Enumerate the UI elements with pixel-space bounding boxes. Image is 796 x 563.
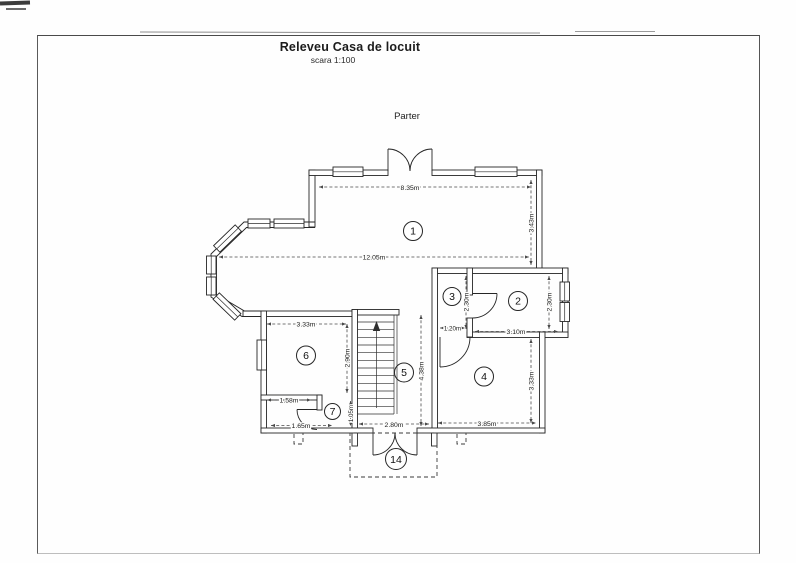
room-number-badge <box>403 221 423 241</box>
room-number-badge <box>442 287 462 306</box>
window-symbol <box>212 224 243 253</box>
dimension-labels: 8.35m 3.43m 12.05m 2.30m 2.30m 3.10m 1.2… <box>278 184 554 432</box>
wall <box>260 310 267 434</box>
wall <box>316 394 323 411</box>
room-number-badge <box>296 345 316 366</box>
exterior-step-dashed <box>456 432 467 445</box>
room-number-badge <box>474 366 494 387</box>
doors <box>296 148 498 456</box>
exterior-step-dashed <box>293 432 304 445</box>
door-room4-symbol <box>439 336 471 368</box>
double-door-entrance-symbol <box>372 432 418 456</box>
dimension-label: 2.30m <box>464 292 471 311</box>
dimension-label: 3.10m <box>507 329 526 336</box>
room-number: 6 <box>303 350 309 362</box>
dimension-label: 2.90m <box>345 348 352 367</box>
room-number: 4 <box>481 371 487 383</box>
room-number-badge <box>394 362 414 383</box>
stair-direction-arrow <box>372 321 381 408</box>
walls <box>242 169 569 447</box>
wall <box>260 427 374 434</box>
dimension-label: 3.33m <box>297 322 316 329</box>
dimension-label: 1.20m <box>444 326 461 333</box>
dimension-label: 2.30m <box>547 292 554 311</box>
double-door-top-symbol <box>387 148 433 172</box>
wall <box>431 267 438 434</box>
scale-label: scara 1:100 <box>310 55 356 65</box>
wall <box>308 169 316 228</box>
room-number-badge <box>324 403 341 420</box>
dimension-label: 8.35m <box>401 185 420 192</box>
room-number: 1 <box>410 226 416 238</box>
wall <box>539 331 546 434</box>
wall <box>308 169 334 176</box>
porch-dashed-rect <box>349 432 438 478</box>
wall <box>466 267 473 296</box>
bay-window <box>206 218 315 321</box>
wall <box>351 309 400 316</box>
scan-artifact <box>575 31 655 32</box>
dimension-label: 3.43m <box>529 213 536 232</box>
wall <box>242 310 353 317</box>
porch-wall-stub <box>351 432 358 447</box>
wall <box>431 267 569 274</box>
dimension-lines <box>219 180 558 428</box>
door-room2-symbol <box>472 293 498 319</box>
room-number: 2 <box>515 296 521 308</box>
dimension-label: 1.65m <box>292 423 311 430</box>
wall <box>431 169 478 176</box>
drawing-title: Releveu Casa de locuit <box>279 40 421 54</box>
windows <box>256 166 570 371</box>
drawing-border-frame <box>37 35 760 554</box>
wall <box>416 427 546 434</box>
room-number-badge <box>385 448 407 470</box>
room-number-badge <box>508 291 528 311</box>
room-number: 7 <box>330 406 336 418</box>
scan-artifact <box>6 8 26 10</box>
room-number: 5 <box>401 367 407 379</box>
dimension-label: 3.33m <box>529 371 536 390</box>
porch-outline <box>293 432 467 478</box>
wall <box>466 317 473 338</box>
dimension-label: 1.58m <box>280 398 299 405</box>
room-numbers: 1 3 2 6 5 4 7 14 <box>296 221 528 470</box>
room-number: 3 <box>449 291 455 303</box>
dimension-label: 4.38m <box>419 361 426 380</box>
door-room7-symbol <box>296 409 318 430</box>
wall <box>536 169 543 273</box>
dimension-label: 12.05m <box>363 255 386 262</box>
dimension-label: 3.85m <box>478 421 497 428</box>
dimension-label: 1.05m <box>348 405 355 422</box>
room-number: 14 <box>390 454 402 466</box>
porch-wall-stub <box>431 432 438 447</box>
wall <box>362 169 389 176</box>
dimension-label: 2.80m <box>385 422 404 429</box>
floor-label: Parter <box>394 111 420 122</box>
staircase-symbol <box>357 315 398 415</box>
window-symbol <box>212 292 242 321</box>
